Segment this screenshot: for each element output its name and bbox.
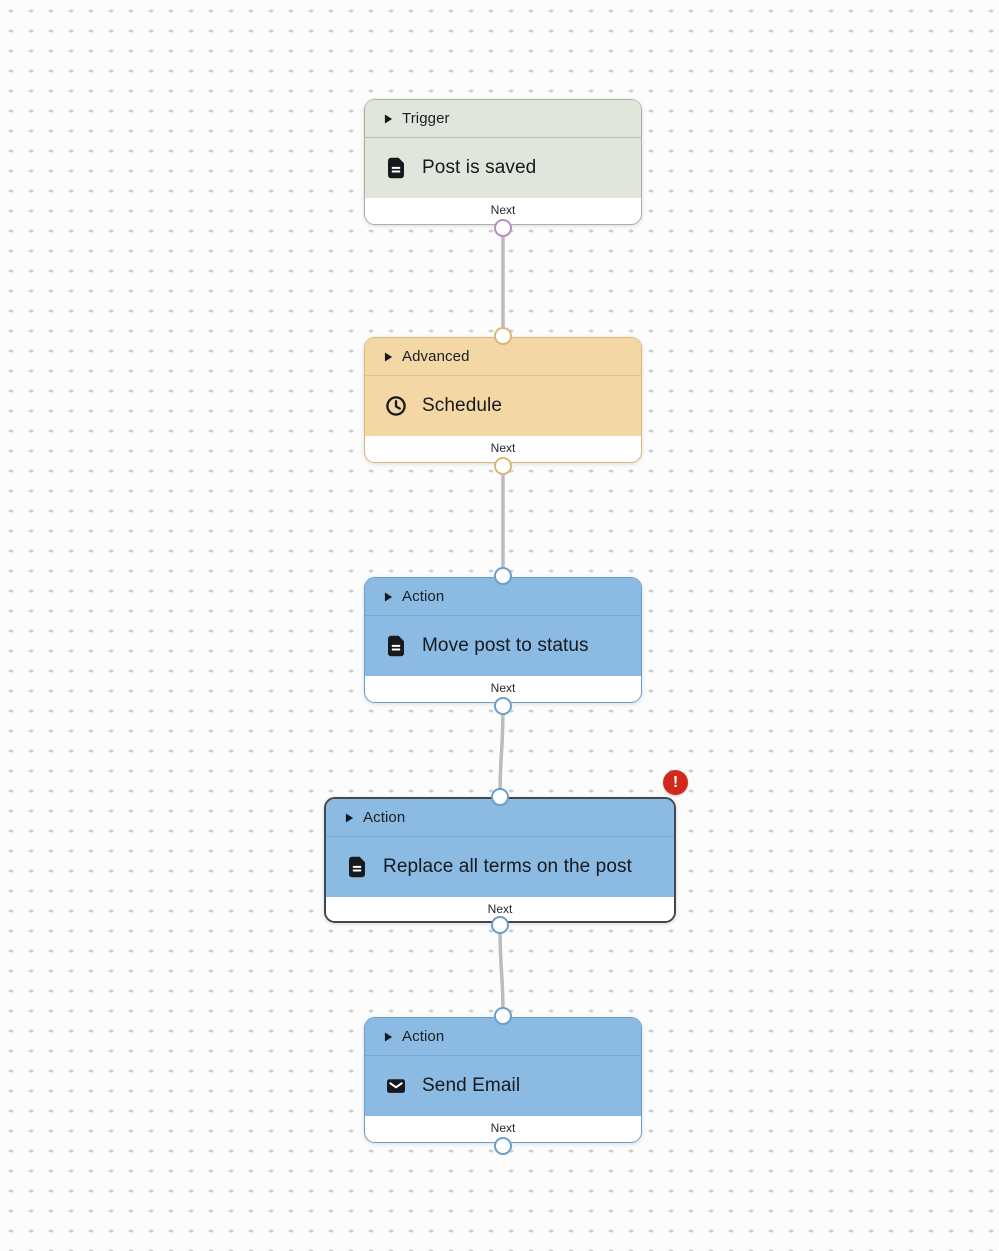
- input-port[interactable]: [494, 566, 512, 585]
- next-handle-label: Next: [490, 441, 516, 455]
- node-category-label: Action: [363, 809, 406, 826]
- output-port[interactable]: [494, 456, 512, 475]
- node-title: Post is saved: [422, 157, 537, 178]
- node-category-header[interactable]: Trigger: [365, 100, 641, 138]
- node-category-label: Action: [402, 1028, 445, 1045]
- node-body[interactable]: Replace all terms on the post: [326, 837, 674, 897]
- workflow-node-action-move-post-to-status[interactable]: Action Move post to status Next: [364, 566, 642, 715]
- node-body[interactable]: Move post to status: [365, 616, 641, 676]
- node-body[interactable]: Post is saved: [365, 138, 641, 198]
- node-footer: Next: [365, 676, 641, 700]
- input-port[interactable]: [494, 1006, 512, 1025]
- output-port[interactable]: [494, 1136, 512, 1155]
- workflow-node-advanced-schedule[interactable]: Advanced Schedule Next: [364, 326, 642, 475]
- next-handle-label: Next: [490, 203, 516, 217]
- input-port[interactable]: [494, 326, 512, 345]
- workflow-node-action-replace-all-terms[interactable]: ! Action Replace all terms on the post N…: [324, 770, 688, 934]
- document-icon: [384, 634, 408, 658]
- node-title: Schedule: [422, 395, 503, 416]
- node-footer: Next: [365, 198, 641, 222]
- node-body[interactable]: Send Email: [365, 1056, 641, 1116]
- collapse-triangle-icon: [384, 114, 393, 124]
- node-footer: Next: [365, 1116, 641, 1140]
- document-icon: [384, 156, 408, 180]
- connector-edge[interactable]: [498, 704, 505, 798]
- node-category-label: Action: [402, 588, 445, 605]
- collapse-triangle-icon: [345, 813, 354, 823]
- node-body[interactable]: Schedule: [365, 376, 641, 436]
- next-handle-label: Next: [490, 681, 516, 695]
- workflow-node-action-send-email[interactable]: Action Send Email Next: [364, 1006, 642, 1155]
- node-title: Replace all terms on the post: [383, 856, 632, 877]
- output-port[interactable]: [491, 915, 509, 934]
- collapse-triangle-icon: [384, 352, 393, 362]
- clock-icon: [384, 394, 408, 418]
- next-handle-label: Next: [490, 1121, 516, 1135]
- collapse-triangle-icon: [384, 592, 393, 602]
- node-title: Send Email: [422, 1075, 521, 1096]
- document-icon: [345, 855, 369, 879]
- collapse-triangle-icon: [384, 1032, 393, 1042]
- connector-edge[interactable]: [498, 924, 505, 1018]
- error-badge-icon: !: [663, 770, 688, 795]
- node-category-label: Trigger: [402, 110, 450, 127]
- node-footer: Next: [365, 436, 641, 460]
- node-title: Move post to status: [422, 635, 589, 656]
- output-port[interactable]: [494, 696, 512, 715]
- envelope-icon: [384, 1074, 408, 1098]
- input-port[interactable]: [491, 787, 509, 806]
- output-port[interactable]: [494, 218, 512, 237]
- workflow-node-trigger-post-is-saved[interactable]: Trigger Post is saved Next: [364, 99, 642, 237]
- node-category-label: Advanced: [402, 348, 470, 365]
- next-handle-label: Next: [487, 902, 513, 916]
